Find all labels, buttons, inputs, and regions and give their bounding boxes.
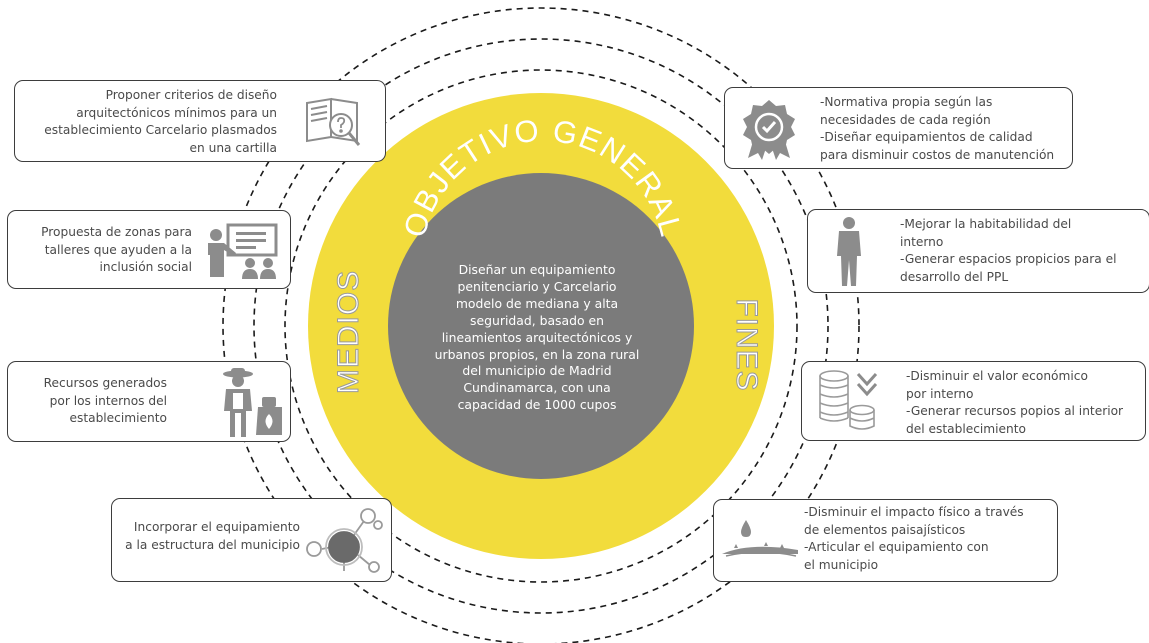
- medios-box-workshops: Propuesta de zonas para talleres que ayu…: [7, 210, 291, 289]
- farmer-icon: [223, 368, 282, 437]
- box-line: el municipio: [804, 557, 879, 572]
- box-line: del establecimiento: [906, 421, 1027, 436]
- box-line: Proponer criterios de diseño: [105, 88, 277, 102]
- fines-box-impacto: -Disminuir el impacto físico a través de…: [713, 499, 1058, 582]
- box-line: -Normativa propia según las: [820, 95, 993, 109]
- box-line: inclusión social: [99, 260, 192, 275]
- box-line: necesidades de cada región: [820, 112, 991, 127]
- dashed-ring-middle: [253, 38, 829, 614]
- box-line: -Articular el equipamiento con: [804, 540, 989, 555]
- box-line: para disminuir costos de manutención: [820, 147, 1055, 162]
- box-line: talleres que ayuden a la: [44, 242, 192, 257]
- box-line: -Diseñar equipamientos de calidad: [820, 130, 1033, 145]
- quality-badge-icon: [743, 100, 795, 160]
- fines-label: FINES: [730, 298, 763, 391]
- box-line: por interno: [906, 386, 974, 401]
- landscape-icon: [722, 520, 798, 557]
- box-line: Incorporar el equipamiento: [133, 520, 300, 534]
- teacher-board-icon: [208, 223, 278, 279]
- fines-box-economico: -Disminuir el valor económico por intern…: [801, 361, 1146, 441]
- objective-line: lineamientos arquitectónicos y: [441, 329, 633, 345]
- medios-label: MEDIOS: [332, 270, 365, 394]
- box-line: desarrollo del PPL: [900, 269, 1009, 284]
- box-line: -Disminuir el impacto físico a través: [804, 505, 1024, 519]
- box-line: establecimiento: [69, 411, 167, 426]
- box-line: -Generar espacios propicios para el: [900, 252, 1117, 267]
- medios-box-resources: Recursos generados por los internos del …: [7, 361, 291, 442]
- dashed-ring-outer: [222, 7, 860, 643]
- box-line: en una cartilla: [189, 140, 277, 155]
- box-line: -Disminuir el valor económico: [906, 369, 1088, 383]
- objective-line: del municipio de Madrid: [462, 363, 612, 379]
- objective-line: seguridad, basado en: [470, 312, 604, 328]
- box-line: Propuesta de zonas para: [41, 225, 192, 239]
- book-question-icon: [306, 97, 361, 146]
- objective-line: Cundinamarca, con una: [463, 380, 611, 396]
- box-line: -Mejorar la habitabilidad del: [900, 217, 1072, 231]
- box-line: a la estructura del municipio: [125, 537, 300, 552]
- gray-core: [388, 173, 694, 479]
- box-line: interno: [900, 234, 944, 249]
- objective-line: Diseñar un equipamiento: [458, 262, 616, 277]
- box-line: arquitectónicos mínimos para un: [76, 105, 277, 120]
- fines-box-normativa: -Normativa propia según las necesidades …: [724, 87, 1073, 169]
- objective-description: Diseñar un equipamiento penitenciario y …: [430, 262, 644, 414]
- box-line: de elementos paisajísticos: [804, 522, 966, 537]
- dashed-rings: [222, 7, 860, 643]
- box-line: por los internos del: [49, 393, 167, 408]
- medios-box-criteria: Proponer criterios de diseño arquitectón…: [14, 80, 386, 162]
- objective-line: capacidad de 1000 cupos: [457, 397, 617, 413]
- person-icon: [837, 217, 861, 286]
- fines-box-habitabilidad: -Mejorar la habitabilidad del interno -G…: [807, 209, 1149, 293]
- dashed-ring-inner: [284, 69, 798, 583]
- box-line: Recursos generados: [43, 376, 167, 390]
- objective-line: urbanos propios, en la zona rural: [434, 346, 640, 362]
- box-line: -Generar recursos popios al interior: [906, 404, 1124, 419]
- box-line: establecimiento Carcelario plasmados: [44, 123, 277, 138]
- objective-line: penitenciario y Carcelario: [457, 278, 617, 294]
- coins-down-icon: [819, 370, 878, 430]
- objective-line: modelo de mediana y alta: [455, 295, 619, 311]
- medios-box-municipality: Incorporar el equipamiento a la estructu…: [111, 498, 392, 582]
- network-nodes-icon: [306, 508, 383, 573]
